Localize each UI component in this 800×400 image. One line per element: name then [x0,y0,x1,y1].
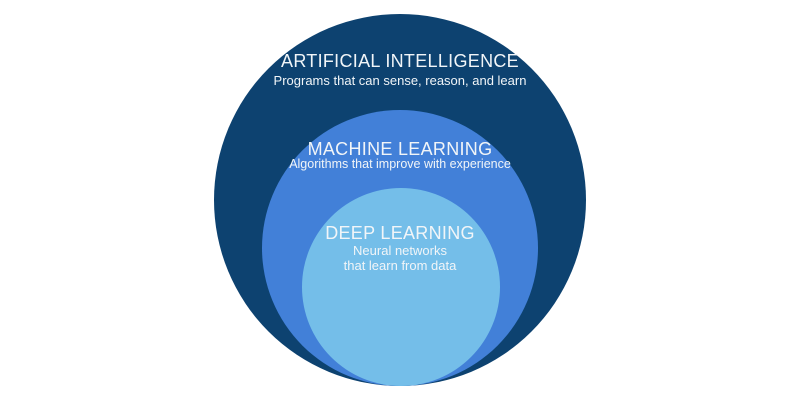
deep-learning-circle [302,188,500,386]
